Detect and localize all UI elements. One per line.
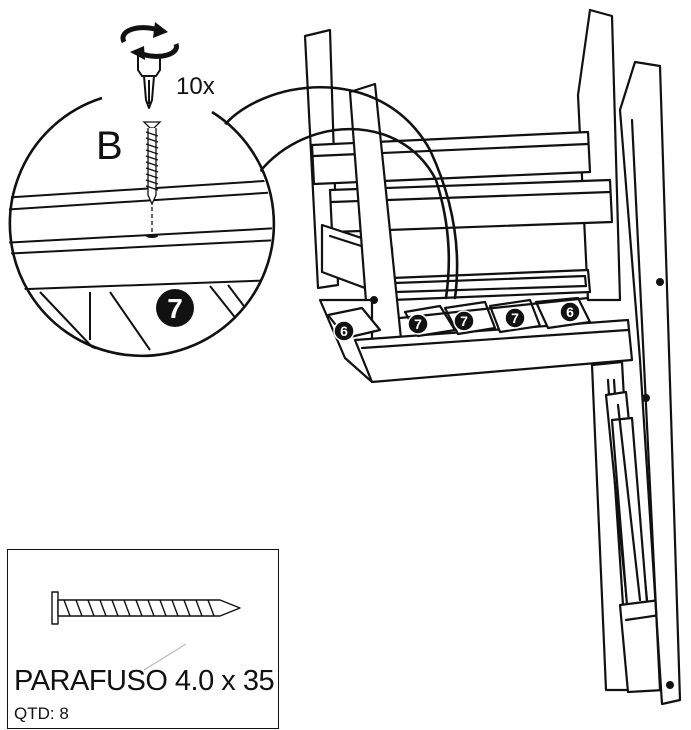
frame-step-markers: 6 7 7 7 6 [333,301,581,342]
detail-callout [8,93,276,358]
measure-guide-line [143,643,187,671]
svg-text:7: 7 [460,313,468,329]
step-marker-7-a: 7 [407,313,429,335]
screw-icon [51,591,241,625]
step-marker-7-c: 7 [504,307,526,329]
step-marker-6-left: 6 [333,320,355,342]
step-marker-6-right: 6 [559,301,581,323]
svg-text:7: 7 [167,293,183,324]
rotating-screwdriver-icon [120,22,179,109]
screw-detail [142,121,162,206]
svg-text:7: 7 [511,310,519,326]
callout-step-marker: 7 [156,289,194,327]
part-letter-label: B [96,124,123,168]
parts-box: PARAFUSO 4.0 x 35 QTD: 8 [7,549,279,729]
quantity-label: 10x [176,73,215,100]
svg-text:7: 7 [414,316,422,332]
svg-text:6: 6 [566,304,574,320]
step-marker-7-b: 7 [453,310,475,332]
screw-name: PARAFUSO 4.0 x 35 [14,665,275,697]
ladder-drawing [590,360,666,694]
svg-text:6: 6 [340,323,348,339]
screw-quantity: QTD: 8 [14,704,69,723]
